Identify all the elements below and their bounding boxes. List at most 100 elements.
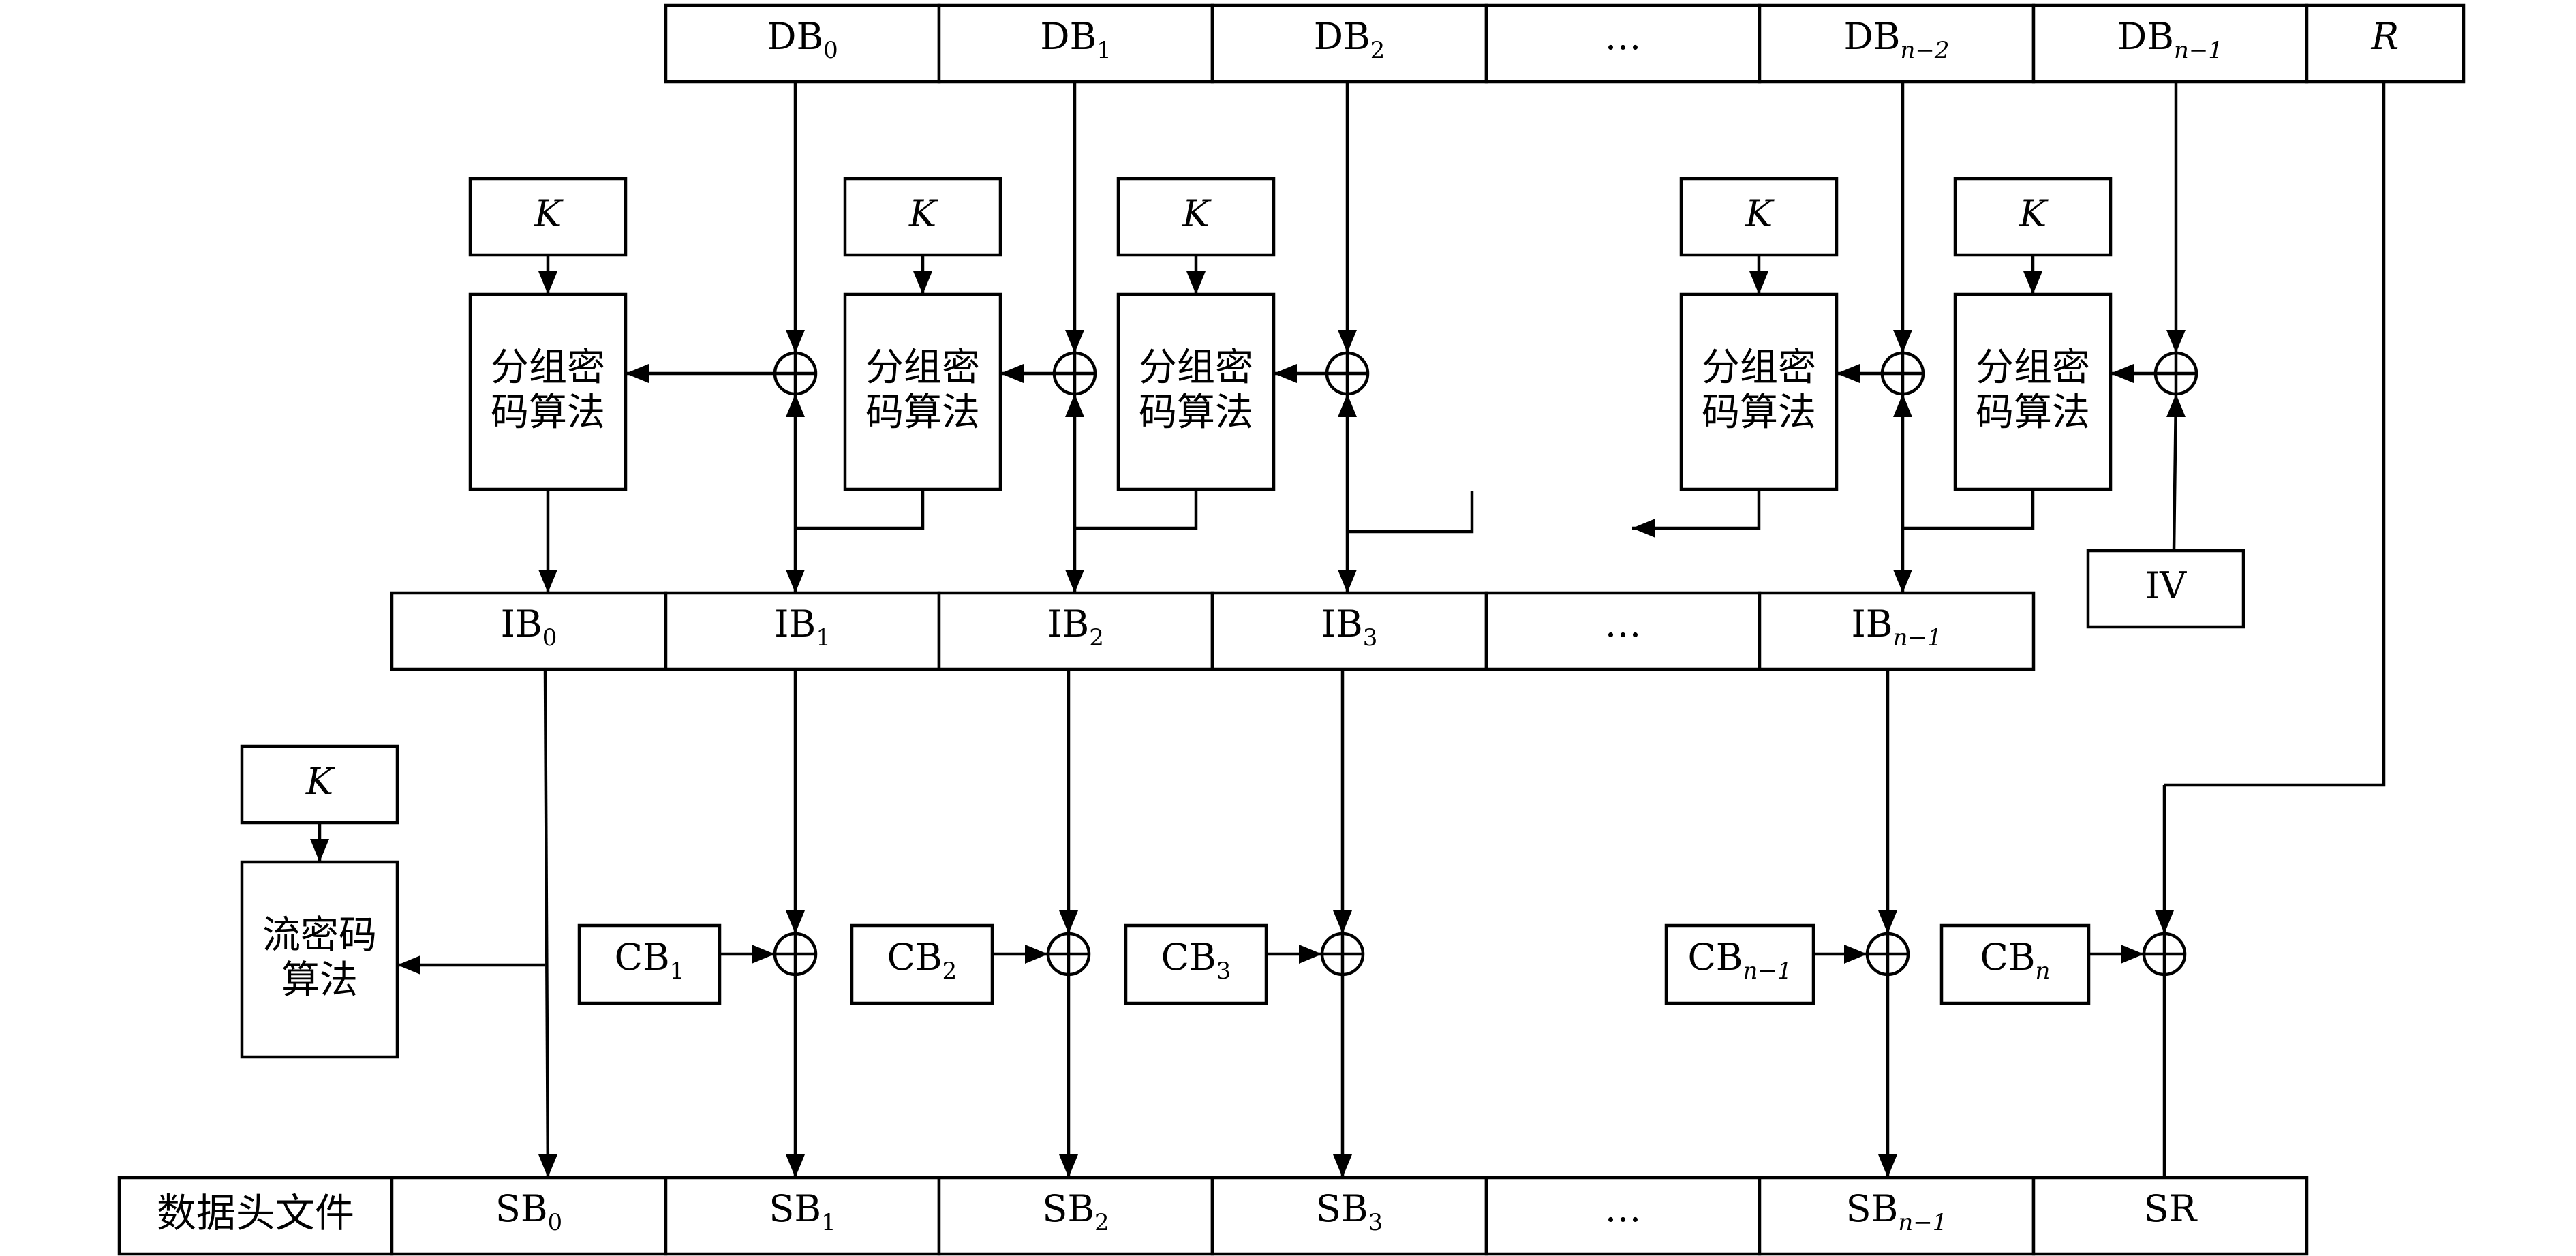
ib-cell-3 <box>1210 591 1488 671</box>
cb-to-xor-1-head <box>1025 945 1048 964</box>
cb-label-4-subscript: n <box>2036 958 2051 985</box>
ib-label-4-base: … <box>1605 602 1642 645</box>
block-cipher-1 <box>843 292 1002 491</box>
block-cipher-0-line1: 分组密 <box>491 346 605 390</box>
sb-label-5-base: SB <box>1846 1187 1899 1230</box>
sb-label-3-base: SB <box>1316 1187 1368 1230</box>
xor-to-sb1-head <box>786 1154 805 1178</box>
ibn1-to-xor-head <box>1878 910 1897 934</box>
ib2-to-xor-head <box>1059 910 1078 934</box>
sb-label-4: … <box>1605 1187 1642 1230</box>
db-cell-5 <box>2031 3 2309 84</box>
ib0-to-sb0-head <box>538 1154 557 1178</box>
sb-label-3-subscript: 3 <box>1368 1209 1383 1236</box>
db-label-1: DB1 <box>1040 15 1111 64</box>
cb-to-xor-2-head <box>1299 945 1322 964</box>
r-to-xor-final-head <box>2155 910 2174 934</box>
cb-label-4-base: CB <box>1980 936 2036 979</box>
ib-cell-1 <box>664 591 941 671</box>
ib-label-2-subscript: 2 <box>1089 624 1104 652</box>
block-cipher-2 <box>1116 292 1276 491</box>
key-label-0: K <box>534 192 564 235</box>
key-box-1 <box>843 177 1002 257</box>
ib-label-0-subscript: 0 <box>542 624 557 652</box>
ib-cell-0 <box>390 591 668 671</box>
sb-label-1-base: SB <box>769 1187 821 1230</box>
cb-box-3 <box>1664 923 1815 1005</box>
block-cipher-4-line1: 分组密 <box>1976 346 2090 390</box>
cb-label-2: CB3 <box>1161 936 1231 985</box>
ib3-to-xor-head <box>1333 910 1352 934</box>
sb-label-3: SB3 <box>1316 1187 1383 1236</box>
xor-bottom-1 <box>1046 932 1091 977</box>
iv-to-xor4 <box>2172 393 2178 551</box>
cb-label-3-subscript: n−1 <box>1743 958 1792 985</box>
ib-label-5-base: IB <box>1851 602 1892 645</box>
dbn2-to-xor-head <box>1893 330 1912 353</box>
key-label-2: K <box>1182 192 1212 235</box>
sb-cell-1 <box>664 1176 941 1256</box>
cb-to-xor-4-head <box>2121 945 2144 964</box>
sb-cell-4 <box>1484 1176 1762 1256</box>
block-cipher-0-line2: 码算法 <box>491 390 605 435</box>
db-label-1-base: DB <box>1040 15 1097 58</box>
db-label-0: DB0 <box>767 15 838 64</box>
sb-cell-5 <box>1758 1176 2036 1256</box>
sb-label-0-subscript: 0 <box>548 1209 563 1236</box>
sb-label-2: SB2 <box>1042 1187 1109 1236</box>
xor-top-3 <box>1880 351 1925 396</box>
sb-cell-2 <box>937 1176 1214 1256</box>
block-cipher-0 <box>468 292 628 491</box>
db-label-2-subscript: 2 <box>1370 37 1385 64</box>
cb-label-2-subscript: 3 <box>1216 958 1231 985</box>
cipher1-feedback <box>795 489 925 530</box>
cipher2-feedback <box>1075 489 1198 530</box>
sb-cell-0 <box>390 1176 668 1256</box>
xor-bottom-4 <box>2142 932 2187 977</box>
db-label-2: DB2 <box>1314 15 1385 64</box>
block-cipher-2-line1: 分组密 <box>1139 346 1253 390</box>
iv-label: IV <box>2145 564 2187 607</box>
cb-label-0: CB1 <box>615 936 685 985</box>
key-to-cipher-2-head <box>1186 271 1206 294</box>
cb-label-1-base: CB <box>887 936 942 979</box>
db-label-0-base: DB <box>767 15 823 58</box>
ib-label-0-base: IB <box>501 602 542 645</box>
db-label-4-subscript: n−2 <box>1900 37 1949 64</box>
cb-to-xor-0-head <box>752 945 775 964</box>
sb-label-2-subscript: 2 <box>1094 1209 1109 1236</box>
stream-cipher-line2: 算法 <box>281 958 358 1002</box>
feedback-to-xor1-head <box>1065 394 1084 417</box>
cb-to-xor-3-head <box>1844 945 1867 964</box>
dbn1-to-xor-head <box>2166 330 2186 353</box>
xor3-to-cipher3-head <box>1837 364 1860 383</box>
ib-label-5-subscript: n−1 <box>1892 624 1942 652</box>
block-cipher-4-line2: 码算法 <box>1976 390 2090 435</box>
cb-label-0-subscript: 1 <box>670 958 685 985</box>
db-label-5-subscript: n−1 <box>2174 37 2223 64</box>
ib-label-1-base: IB <box>774 602 816 645</box>
cb-box-1 <box>850 923 994 1005</box>
sb-label-6-base: SR <box>2144 1187 2198 1230</box>
sb-label-0: SB0 <box>495 1187 562 1236</box>
sb-label-6: SR <box>2144 1187 2198 1230</box>
xor2-to-cipher2-head <box>1274 364 1297 383</box>
ib-label-2-base: IB <box>1047 602 1089 645</box>
xor-bottom-3 <box>1865 932 1910 977</box>
key-to-cipher-1-head <box>913 271 932 294</box>
key-label-1: K <box>908 192 938 235</box>
feedback-to-ib2-head <box>1065 570 1084 593</box>
ib-label-0: IB0 <box>501 602 557 652</box>
xor-top-4 <box>2153 351 2198 396</box>
iv-to-xor4-head <box>2166 394 2186 417</box>
ib-label-3-subscript: 3 <box>1363 624 1378 652</box>
xor1-to-cipher1-head <box>1000 364 1024 383</box>
key-box-4 <box>1953 177 2113 257</box>
cipher3-output-elided <box>1632 489 1761 530</box>
db-label-4: DBn−2 <box>1843 15 1949 64</box>
ib-label-2: IB2 <box>1047 602 1104 652</box>
cipher4-feedback <box>1903 489 2035 530</box>
ib-label-3-base: IB <box>1321 602 1363 645</box>
cipher0-to-ib0-head <box>538 570 557 593</box>
